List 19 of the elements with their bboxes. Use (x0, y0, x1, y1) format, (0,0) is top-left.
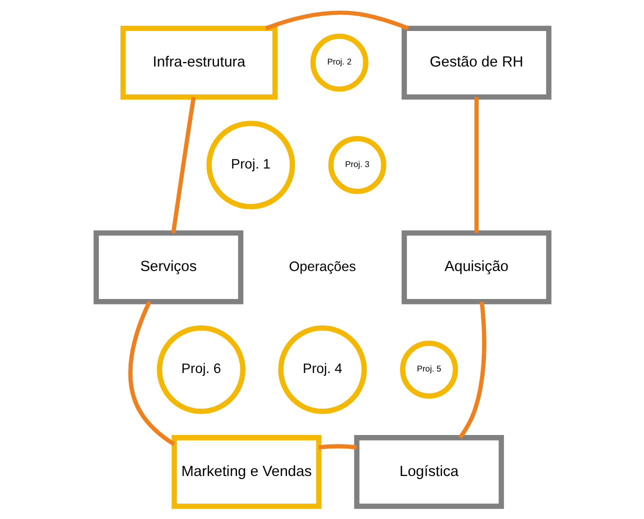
node-box: Serviços (93, 230, 243, 304)
connector (264, 10, 408, 30)
node-box: Gestão de RH (401, 26, 551, 100)
connector (458, 302, 486, 439)
node-box: Logística (354, 435, 504, 509)
connector (170, 96, 196, 234)
node-circle: Proj. 1 (206, 120, 295, 210)
node-circle: Proj. 3 (328, 136, 386, 194)
node-box: Aquisição (401, 230, 551, 304)
node-box: Infra-estrutura (120, 26, 278, 100)
connector (318, 444, 356, 450)
node-circle: Proj. 6 (156, 325, 245, 414)
node-circle: Proj. 5 (400, 340, 458, 399)
connector (474, 97, 478, 233)
label: Operações (288, 258, 356, 274)
connector (128, 300, 175, 446)
node-box: Marketing e Vendas (171, 435, 321, 509)
node-circle: Proj. 2 (310, 34, 368, 92)
node-circle: Proj. 4 (278, 325, 366, 414)
